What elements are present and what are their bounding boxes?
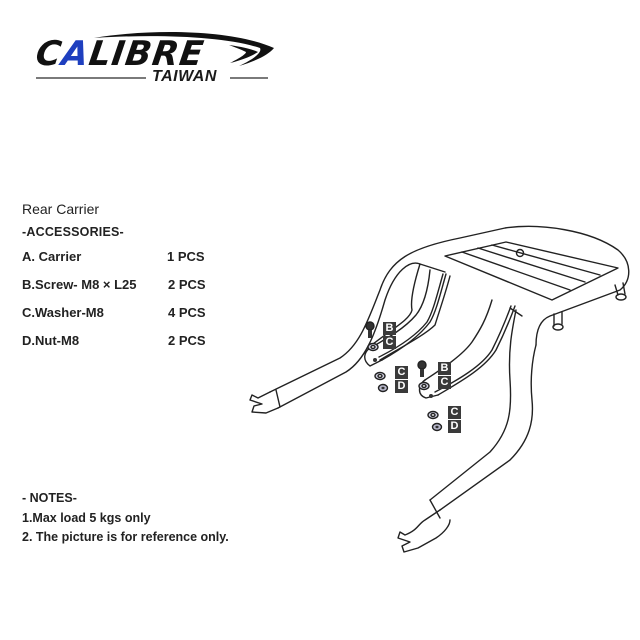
accessory-name: B.Screw- M8 × L25 — [22, 277, 137, 292]
part-label-d: D — [448, 420, 461, 433]
rear-carrier-diagram: B C C D B C C D — [240, 220, 640, 580]
logo-rule-left — [36, 77, 146, 79]
note-item: 2. The picture is for reference only. — [22, 530, 229, 544]
part-label-d: D — [395, 380, 408, 393]
logo-subline: TAIWAN — [34, 68, 270, 86]
product-title: Rear Carrier — [22, 201, 100, 217]
accessory-qty: 2 PCS — [168, 277, 206, 292]
logo-taiwan-label: TAIWAN — [152, 68, 217, 85]
accessory-row: C.Washer-M8 4 PCS — [22, 305, 242, 323]
accessory-name: A. Carrier — [22, 249, 82, 264]
part-label-c: C — [448, 406, 461, 419]
logo-swoosh-icon — [94, 32, 274, 66]
accessories-heading: -ACCESSORIES- — [22, 225, 124, 239]
notes-heading: - NOTES- — [22, 491, 77, 505]
accessory-row: A. Carrier 1 PCS — [22, 249, 242, 267]
part-label-c: C — [395, 366, 408, 379]
part-label-c: C — [383, 336, 396, 349]
accessory-name: C.Washer-M8 — [22, 305, 104, 320]
note-item: 1.Max load 5 kgs only — [22, 511, 151, 525]
accessory-qty: 4 PCS — [168, 305, 206, 320]
part-label-b: B — [438, 362, 451, 375]
logo-rule-right — [230, 77, 268, 79]
carrier-line-drawing — [249, 225, 630, 553]
part-label-c: C — [438, 376, 451, 389]
accessory-row: B.Screw- M8 × L25 2 PCS — [22, 277, 242, 295]
brand-logo: CALIBRE TAIWAN — [33, 28, 284, 86]
part-label-b: B — [383, 322, 396, 335]
accessory-row: D.Nut-M8 2 PCS — [22, 333, 242, 351]
accessory-qty: 1 PCS — [167, 249, 205, 264]
accessory-name: D.Nut-M8 — [22, 333, 80, 348]
accessory-qty: 2 PCS — [168, 333, 206, 348]
